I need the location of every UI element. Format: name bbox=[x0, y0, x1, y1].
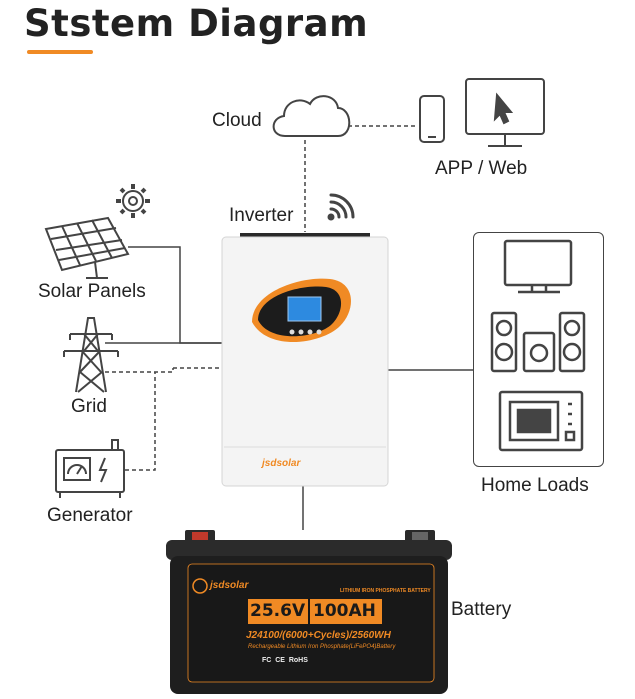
cloud-label: Cloud bbox=[212, 110, 262, 131]
battery-brand: jsdsolar bbox=[210, 580, 249, 591]
generator-inverter-line bbox=[125, 372, 156, 471]
monitor-icon bbox=[465, 78, 545, 147]
inverter-device bbox=[221, 233, 389, 487]
battery-cert-marks: FC CE RoHS bbox=[262, 657, 308, 664]
home-loads-box bbox=[473, 232, 604, 467]
phone-icon bbox=[419, 95, 445, 143]
microwave-icon bbox=[498, 390, 584, 452]
page-title: Ststem Diagram bbox=[24, 2, 369, 45]
battery-description: Rechargeable Lithium Iron Phosphate(LiFe… bbox=[248, 644, 396, 650]
cloud-icon bbox=[272, 95, 351, 137]
wifi-icon bbox=[327, 193, 355, 221]
inverter-lcd bbox=[287, 296, 322, 322]
battery-device bbox=[166, 530, 452, 694]
tv-icon bbox=[503, 239, 573, 294]
battery-label: Battery bbox=[451, 599, 512, 620]
inverter-brand-logo: jsdsolar bbox=[262, 458, 301, 469]
generator-icon bbox=[55, 439, 125, 498]
grid-label: Grid bbox=[71, 396, 107, 417]
grid-tower-icon bbox=[63, 317, 119, 393]
title-underline bbox=[27, 50, 93, 54]
speakers-icon bbox=[490, 311, 586, 373]
battery-capacity: 100AH bbox=[313, 601, 376, 621]
solar-panels-label: Solar Panels bbox=[38, 281, 146, 302]
generator-label: Generator bbox=[47, 505, 133, 526]
inverter-label: Inverter bbox=[229, 205, 294, 226]
home-loads-label: Home Loads bbox=[481, 475, 589, 496]
solar-panel-icon bbox=[44, 216, 130, 279]
connection-lines bbox=[105, 125, 473, 530]
battery-voltage: 25.6V bbox=[250, 601, 306, 621]
gear-icon bbox=[116, 184, 150, 218]
battery-type: LITHIUM IRON PHOSPHATE BATTERY bbox=[340, 588, 431, 594]
app-web-label: APP / Web bbox=[435, 158, 528, 179]
grid-inverter-dashed bbox=[105, 368, 174, 373]
battery-model: J24100/(6000+Cycles)/2560WH bbox=[246, 630, 391, 641]
